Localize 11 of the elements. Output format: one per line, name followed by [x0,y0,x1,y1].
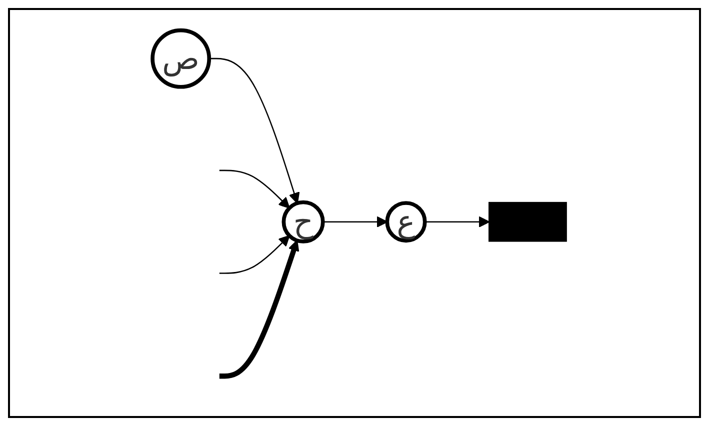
node-circle [385,201,428,243]
arrow [220,235,290,274]
arrow [323,216,388,228]
arrow [220,170,290,209]
node-circle [282,200,326,244]
node-circle [150,28,212,89]
arrow [425,216,490,228]
arrow [209,58,300,204]
frame-border: ص ح ع [8,8,701,418]
node-bar [488,202,568,242]
arrow [220,240,300,379]
